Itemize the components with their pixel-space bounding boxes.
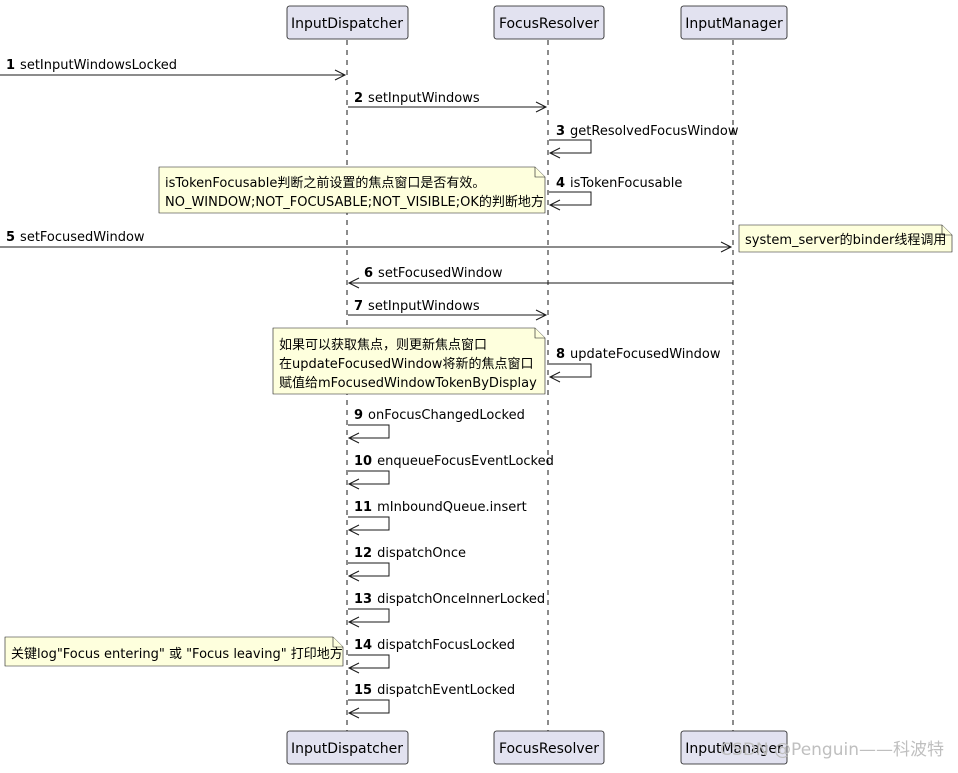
message-label: mInboundQueue.insert [377, 500, 527, 515]
message-4: 4 isTokenFocusable [548, 176, 682, 211]
participant-focus-resolver-label: FocusResolver [499, 16, 599, 32]
message-number: 5 [6, 230, 15, 245]
message-15: 15 dispatchEventLocked [347, 683, 515, 719]
message-label: dispatchEventLocked [377, 683, 515, 698]
message-label: setFocusedWindow [378, 266, 503, 281]
message-number: 2 [354, 91, 363, 106]
message-label: dispatchOnceInnerLocked [377, 592, 545, 607]
message-number: 13 [354, 592, 372, 607]
note-line: 如果可以获取焦点，则更新焦点窗口 [279, 337, 487, 353]
message-label: updateFocusedWindow [570, 347, 721, 362]
message-number: 10 [354, 454, 372, 469]
message-label: setFocusedWindow [20, 230, 145, 245]
message-12: 12 dispatchOnce [347, 546, 466, 582]
message-label: isTokenFocusable [570, 176, 682, 191]
note-line: NO_WINDOW;NOT_FOCUSABLE;NOT_VISIBLE;OK的判… [165, 194, 544, 210]
participant-input-dispatcher-top: InputDispatcher [286, 5, 409, 40]
participant-focus-resolver-bottom: FocusResolver [493, 730, 605, 765]
participant-focus-resolver-label: FocusResolver [499, 741, 599, 757]
note-line: 赋值给mFocusedWindowTokenByDisplay [279, 375, 537, 391]
message-8: 8 updateFocusedWindow [548, 347, 721, 383]
message-number: 15 [354, 683, 372, 698]
message-14: 14 dispatchFocusLocked [347, 638, 515, 674]
participant-input-dispatcher-label: InputDispatcher [291, 16, 403, 32]
message-2: 2 setInputWindows [348, 91, 548, 113]
participant-focus-resolver-top: FocusResolver [493, 5, 605, 40]
watermark-text: CSDN @Penguin——科波特 [720, 740, 944, 760]
note-line: 在updateFocusedWindow将新的焦点窗口 [279, 356, 533, 372]
participant-input-manager-top: InputManager [680, 5, 788, 40]
participant-input-dispatcher-label: InputDispatcher [291, 741, 403, 757]
message-9: 9 onFocusChangedLocked [347, 408, 525, 444]
participant-input-manager-bottom: InputManager [680, 730, 788, 765]
message-label: onFocusChangedLocked [368, 408, 525, 423]
message-number: 4 [556, 176, 565, 191]
message-3: 3 getResolvedFocusWindow [548, 124, 739, 159]
message-number: 7 [354, 299, 363, 314]
message-label: setInputWindowsLocked [20, 58, 177, 73]
participant-input-manager-label: InputManager [685, 741, 783, 757]
message-number: 6 [364, 266, 373, 281]
message-label: setInputWindows [368, 91, 480, 106]
note-line: isTokenFocusable判断之前设置的焦点窗口是否有效。 [165, 175, 485, 191]
message-number: 8 [556, 347, 565, 362]
message-label: getResolvedFocusWindow [570, 124, 739, 139]
message-number: 1 [6, 58, 15, 73]
note-binder-thread: system_server的binder线程调用 [738, 224, 953, 253]
message-label: dispatchOnce [377, 546, 466, 561]
message-11: 11 mInboundQueue.insert [347, 500, 527, 536]
message-7: 7 setInputWindows [348, 299, 548, 321]
message-number: 14 [354, 638, 372, 653]
message-label: dispatchFocusLocked [377, 638, 515, 653]
message-6: 6 setFocusedWindow [347, 266, 733, 289]
message-13: 13 dispatchOnceInnerLocked [347, 592, 545, 628]
message-label: setInputWindows [368, 299, 480, 314]
participant-input-dispatcher-bottom: InputDispatcher [286, 730, 409, 765]
note-token-focusable: isTokenFocusable判断之前设置的焦点窗口是否有效。 NO_WIND… [158, 166, 546, 214]
message-number: 3 [556, 124, 565, 139]
participant-input-manager-label: InputManager [685, 16, 783, 32]
message-5: 5 setFocusedWindow [0, 230, 733, 253]
note-focus-log: 关键log"Focus entering" 或 "Focus leaving" … [4, 636, 344, 667]
message-label: enqueueFocusEventLocked [377, 454, 554, 469]
note-update-focus: 如果可以获取焦点，则更新焦点窗口 在updateFocusedWindow将新的… [272, 327, 546, 395]
note-line: system_server的binder线程调用 [745, 232, 946, 248]
message-1: 1 setInputWindowsLocked [0, 58, 347, 81]
message-10: 10 enqueueFocusEventLocked [347, 454, 554, 490]
message-number: 12 [354, 546, 372, 561]
message-number: 9 [354, 408, 363, 423]
note-line: 关键log"Focus entering" 或 "Focus leaving" … [11, 646, 343, 662]
message-number: 11 [354, 500, 372, 515]
